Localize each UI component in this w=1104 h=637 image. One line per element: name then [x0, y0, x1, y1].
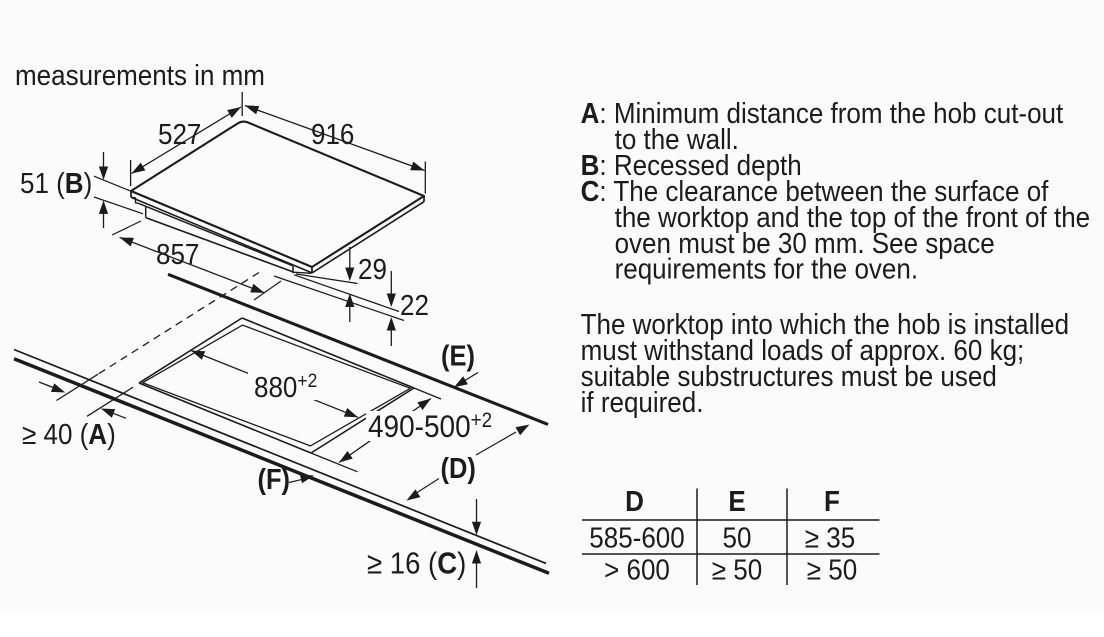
svg-text:the worktop and the top of the: the worktop and the top of the front of …	[615, 200, 1091, 233]
svg-text:> 600: > 600	[604, 553, 670, 586]
svg-text:585-600: 585-600	[589, 521, 684, 554]
svg-text:C: The clearance between the s: C: The clearance between the surface of	[581, 175, 1049, 208]
svg-text:50: 50	[723, 521, 752, 554]
svg-text:880+2: 880+2	[254, 369, 317, 403]
svg-text:requirements for the oven.: requirements for the oven.	[615, 252, 918, 285]
svg-text:22: 22	[400, 289, 429, 322]
svg-text:to the wall.: to the wall.	[615, 123, 739, 156]
svg-text:F: F	[824, 485, 840, 518]
svg-text:oven must be 30 mm. See space: oven must be 30 mm. See space	[615, 226, 995, 259]
svg-text:857: 857	[156, 238, 199, 271]
svg-text:(F): (F)	[258, 464, 291, 496]
svg-text:if required.: if required.	[581, 386, 704, 419]
svg-text:A: Minimum distance from the h: A: Minimum distance from the hob cut-out	[581, 97, 1064, 130]
svg-text:must withstand loads of approx: must withstand loads of approx. 60 kg;	[581, 334, 1025, 367]
svg-text:≥ 50: ≥ 50	[807, 553, 857, 586]
svg-text:B: Recessed depth: B: Recessed depth	[581, 149, 802, 182]
svg-text:≥ 16 (C): ≥ 16 (C)	[367, 547, 466, 581]
svg-text:≥ 40 (A): ≥ 40 (A)	[22, 418, 116, 451]
svg-text:suitable substructures must be: suitable substructures must be used	[581, 360, 997, 393]
svg-text:D: D	[625, 485, 644, 518]
svg-text:measurements in mm: measurements in mm	[15, 59, 265, 92]
svg-text:E: E	[728, 485, 745, 518]
svg-text:916: 916	[311, 118, 354, 151]
svg-text:51 (B): 51 (B)	[20, 167, 92, 200]
svg-text:(E): (E)	[441, 340, 475, 372]
svg-text:(D): (D)	[441, 453, 476, 485]
svg-text:527: 527	[158, 118, 201, 151]
svg-text:29: 29	[358, 253, 387, 286]
svg-text:≥ 50: ≥ 50	[712, 553, 762, 586]
svg-text:≥ 35: ≥ 35	[805, 521, 855, 554]
svg-text:The worktop into which the hob: The worktop into which the hob is instal…	[581, 308, 1069, 341]
